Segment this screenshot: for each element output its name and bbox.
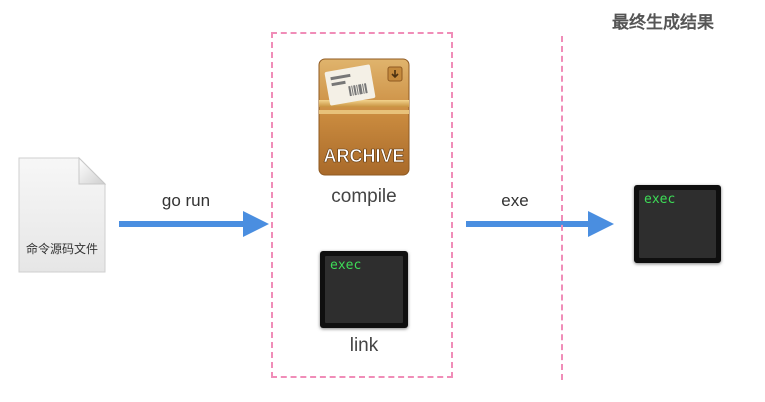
final-result-title: 最终生成结果 (612, 13, 714, 32)
final-result-divider (561, 36, 563, 380)
source-file-label: 命令源码文件 (25, 242, 98, 256)
terminal-screen: exec (325, 256, 403, 323)
exe-label: exe (501, 191, 529, 210)
compile-label: compile (331, 186, 397, 207)
final-terminal-icon: exec (634, 185, 721, 263)
source-file-icon (17, 156, 107, 274)
go-run-arrow (119, 211, 269, 237)
final-terminal-text: exec (644, 192, 676, 207)
link-label: link (349, 335, 379, 356)
final-terminal-screen: exec (639, 190, 716, 258)
archive-box-icon: ARCHIVE (318, 58, 410, 176)
build-steps-box (271, 32, 453, 378)
terminal-text: exec (330, 258, 362, 273)
exe-arrow (466, 211, 614, 237)
archive-badge-text: ARCHIVE (323, 146, 404, 166)
terminal-icon: exec (320, 251, 408, 328)
go-run-label: go run (161, 191, 211, 210)
